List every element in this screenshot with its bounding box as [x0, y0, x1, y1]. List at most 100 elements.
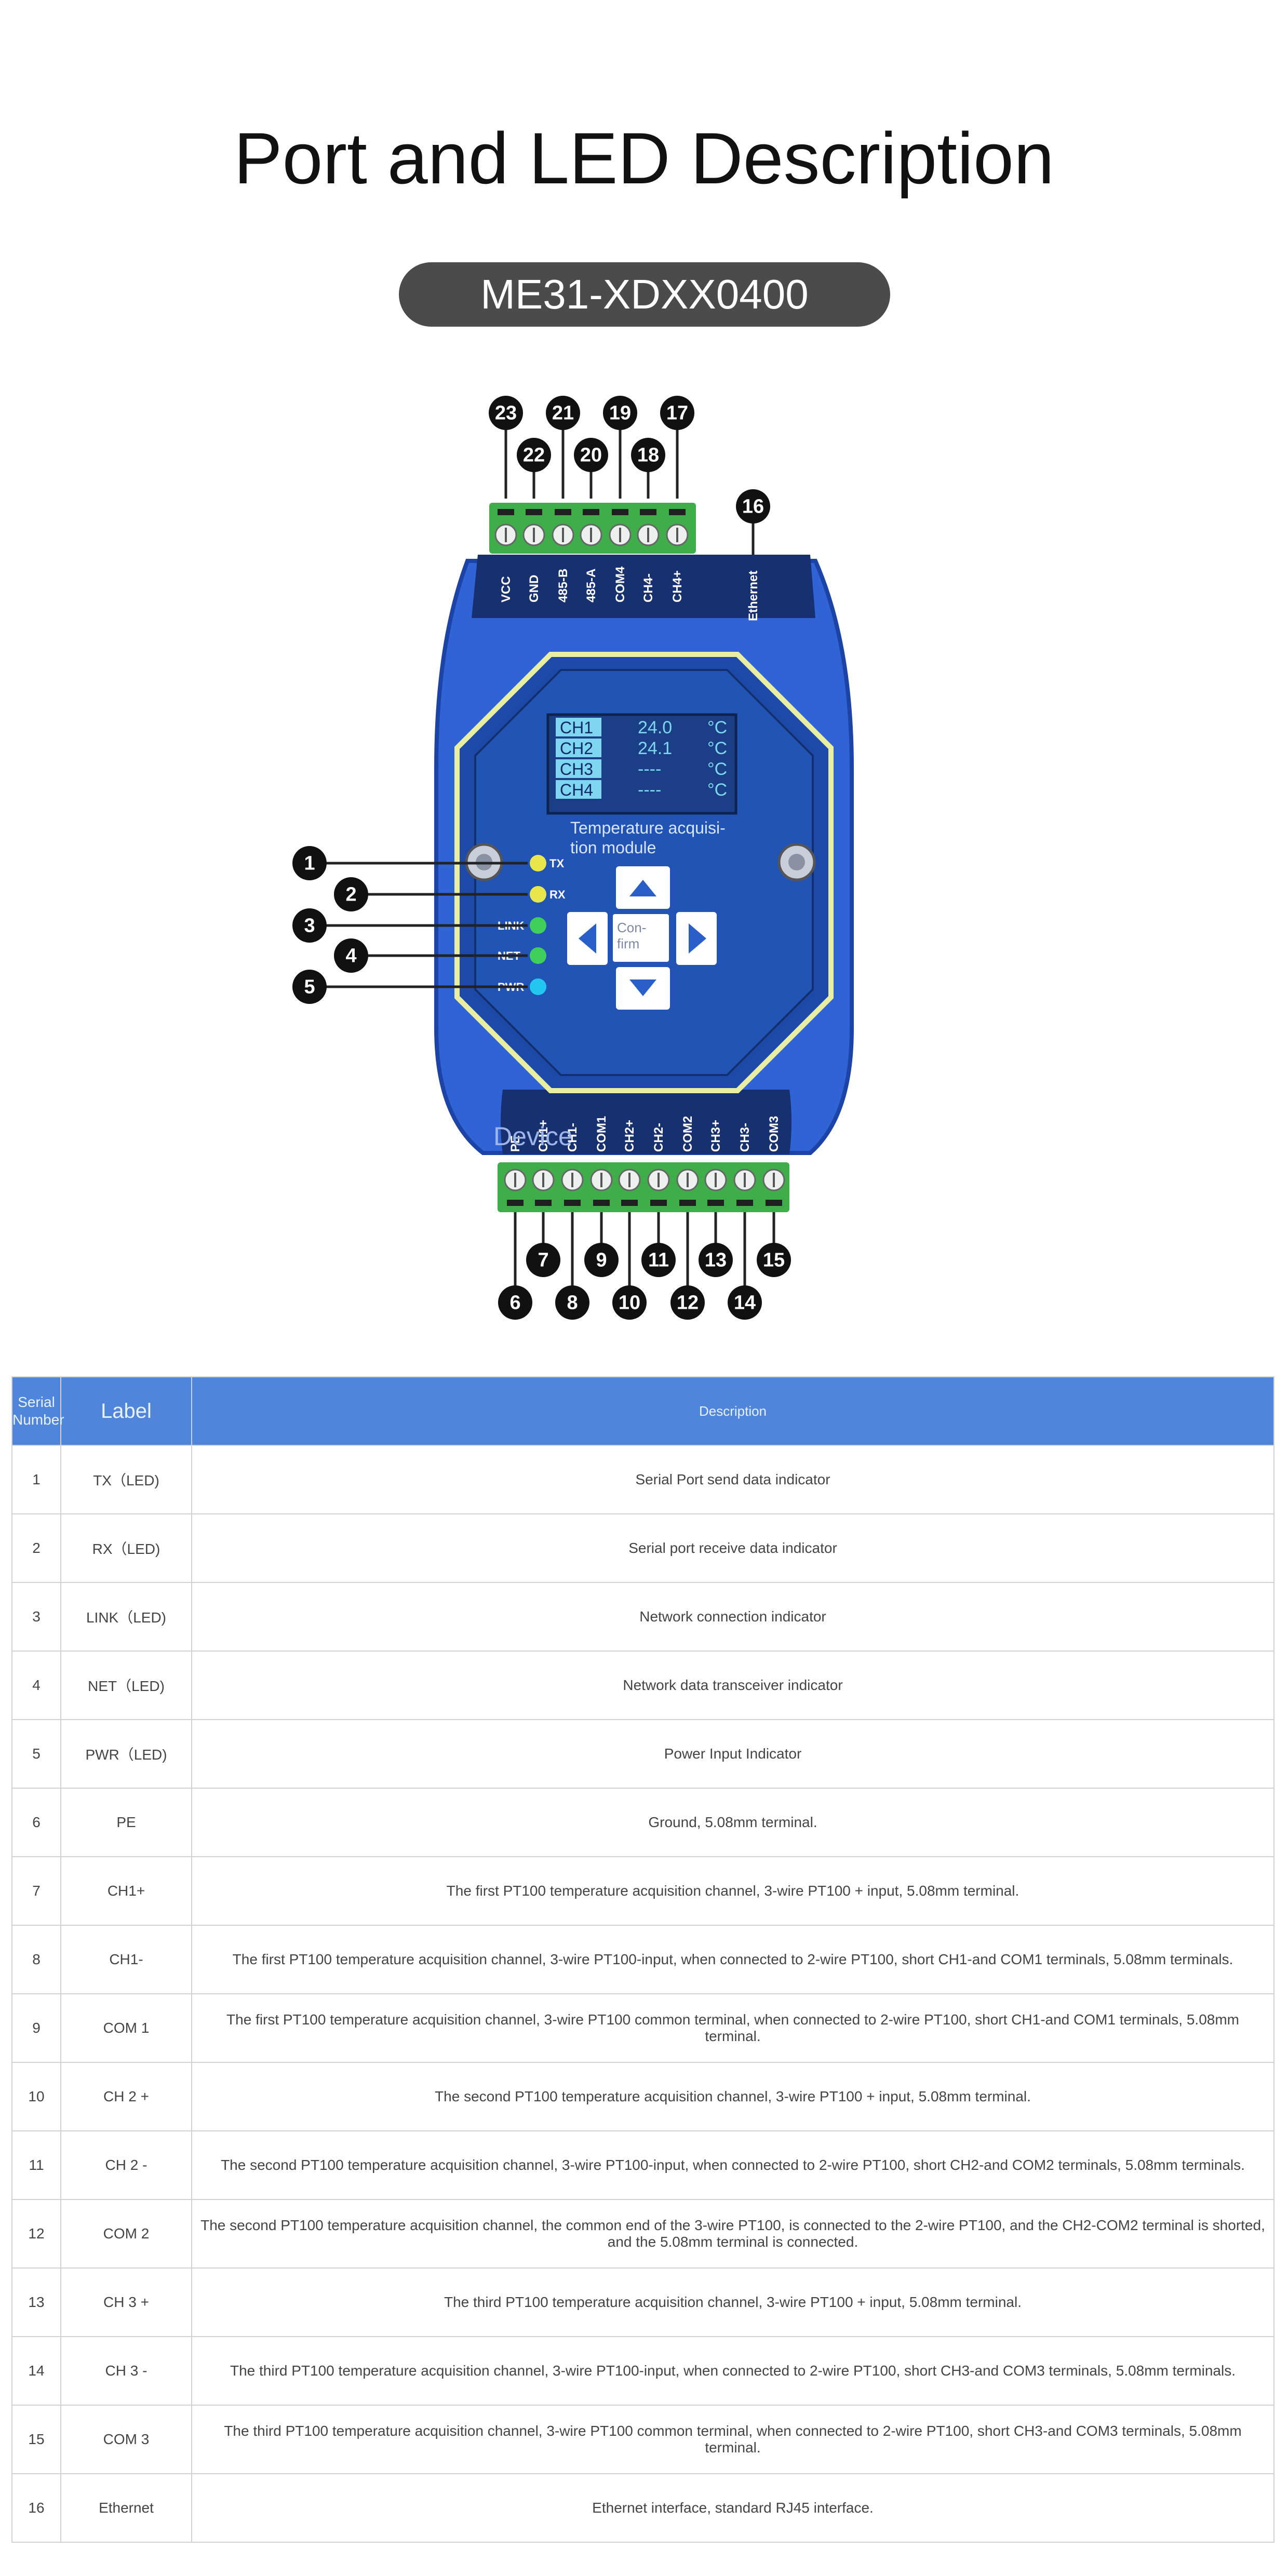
callout-marker: 10 — [612, 1285, 647, 1320]
lcd-channel: CH3 — [560, 760, 593, 779]
svg-text:3: 3 — [304, 915, 315, 937]
lcd-value: ---- — [638, 780, 661, 800]
callout-marker: 13 — [699, 1243, 733, 1277]
top-terminal-label: 485-B — [556, 569, 570, 602]
cell-description: Ground, 5.08mm terminal. — [191, 1788, 1274, 1857]
down-arrow-icon — [629, 980, 656, 996]
cell-description: The third PT100 temperature acquisition … — [191, 2405, 1274, 2474]
confirm-button[interactable]: Con- firm — [613, 914, 669, 962]
down-button[interactable] — [616, 967, 670, 1010]
bottom-terminal-label: PE — [508, 1135, 522, 1152]
col-serial-number: Serial Number — [11, 1376, 64, 1446]
callout-marker: 12 — [670, 1285, 705, 1320]
led-label: TX — [549, 857, 564, 870]
cell-label: CH1+ — [60, 1856, 192, 1926]
svg-text:19: 19 — [609, 403, 631, 424]
callout-marker: 7 — [526, 1243, 560, 1277]
lcd-channel: CH2 — [560, 739, 593, 758]
cell-description: Network connection indicator — [191, 1582, 1274, 1652]
cell-serial-number: 9 — [11, 1993, 61, 2063]
svg-text:7: 7 — [538, 1250, 548, 1271]
callout-marker: 1 — [292, 846, 327, 880]
svg-text:23: 23 — [495, 403, 517, 424]
up-button[interactable] — [616, 866, 670, 909]
bottom-terminal-label: CH1+ — [536, 1120, 551, 1152]
right-arrow-icon — [689, 923, 706, 954]
device-label: Device — [493, 1122, 573, 1151]
lcd-unit: °C — [707, 759, 727, 779]
top-terminal-label: VCC — [499, 576, 513, 602]
cell-serial-number: 5 — [11, 1719, 61, 1789]
callout-marker: 16 — [736, 489, 770, 524]
cell-label: PWR（LED) — [60, 1719, 192, 1789]
svg-text:8: 8 — [567, 1292, 578, 1314]
cell-description: Power Input Indicator — [191, 1719, 1274, 1789]
col-description: Description — [191, 1376, 1274, 1446]
cell-description: The third PT100 temperature acquisition … — [191, 2268, 1274, 2337]
cell-description: The second PT100 temperature acquisition… — [191, 2062, 1274, 2131]
svg-text:firm: firm — [617, 936, 639, 951]
callout-marker: 18 — [631, 438, 665, 472]
callout-marker: 23 — [489, 396, 523, 430]
left-button[interactable] — [567, 912, 608, 965]
bottom-terminal-label: CH1- — [566, 1123, 580, 1152]
cell-description: Ethernet interface, standard RJ45 interf… — [191, 2473, 1274, 2543]
bottom-terminal-label: CH3- — [738, 1123, 752, 1152]
cell-description: The first PT100 temperature acquisition … — [191, 1925, 1274, 1994]
cell-serial-number: 8 — [11, 1925, 61, 1994]
page-title: Port and LED Description — [234, 117, 1054, 199]
svg-text:Con-: Con- — [617, 920, 646, 935]
led-label: RX — [549, 888, 566, 901]
cell-serial-number: 2 — [11, 1513, 61, 1583]
svg-text:2: 2 — [345, 884, 356, 906]
cell-serial-number: 14 — [11, 2336, 61, 2406]
lcd-channel: CH1 — [560, 718, 593, 737]
svg-text:1: 1 — [304, 853, 315, 875]
cell-serial-number: 4 — [11, 1651, 61, 1720]
lcd-channel: CH4 — [560, 781, 593, 799]
display-caption: Temperature acquisi- tion module — [570, 819, 730, 857]
svg-text:5: 5 — [304, 976, 315, 998]
led-rx: RX — [530, 886, 566, 903]
bottom-terminal-block — [498, 1162, 789, 1212]
right-button[interactable] — [676, 912, 717, 965]
cell-label: CH 3 + — [60, 2268, 192, 2337]
svg-text:6: 6 — [509, 1292, 520, 1314]
cell-serial-number: 16 — [11, 2473, 61, 2543]
svg-text:18: 18 — [637, 445, 659, 466]
led-tx: TX — [530, 855, 564, 871]
callout-marker: 15 — [757, 1243, 791, 1277]
table-header-row: Serial Number Label Description — [11, 1376, 1274, 1446]
cell-label: COM 3 — [60, 2405, 192, 2474]
svg-text:21: 21 — [552, 403, 574, 424]
cell-description: Serial Port send data indicator — [191, 1445, 1274, 1514]
cell-label: CH 2 + — [60, 2062, 192, 2131]
cell-label: COM 2 — [60, 2199, 192, 2269]
callout-marker: 9 — [584, 1243, 619, 1277]
cell-serial-number: 7 — [11, 1856, 61, 1926]
cell-label: RX（LED) — [60, 1513, 192, 1583]
bottom-terminal-label: CH3+ — [709, 1120, 723, 1152]
svg-text:10: 10 — [619, 1292, 640, 1314]
lcd-value: 24.1 — [638, 739, 672, 758]
svg-text:22: 22 — [523, 445, 545, 466]
top-terminal-label: GND — [527, 575, 541, 602]
ethernet-port-label: Ethernet — [746, 571, 760, 621]
callout-marker: 11 — [641, 1243, 676, 1277]
bottom-terminal-label: COM1 — [595, 1116, 609, 1152]
svg-text:4: 4 — [345, 945, 356, 967]
callout-marker: 22 — [517, 438, 551, 472]
lcd-unit: °C — [707, 780, 727, 800]
col-label: Label — [60, 1376, 192, 1446]
